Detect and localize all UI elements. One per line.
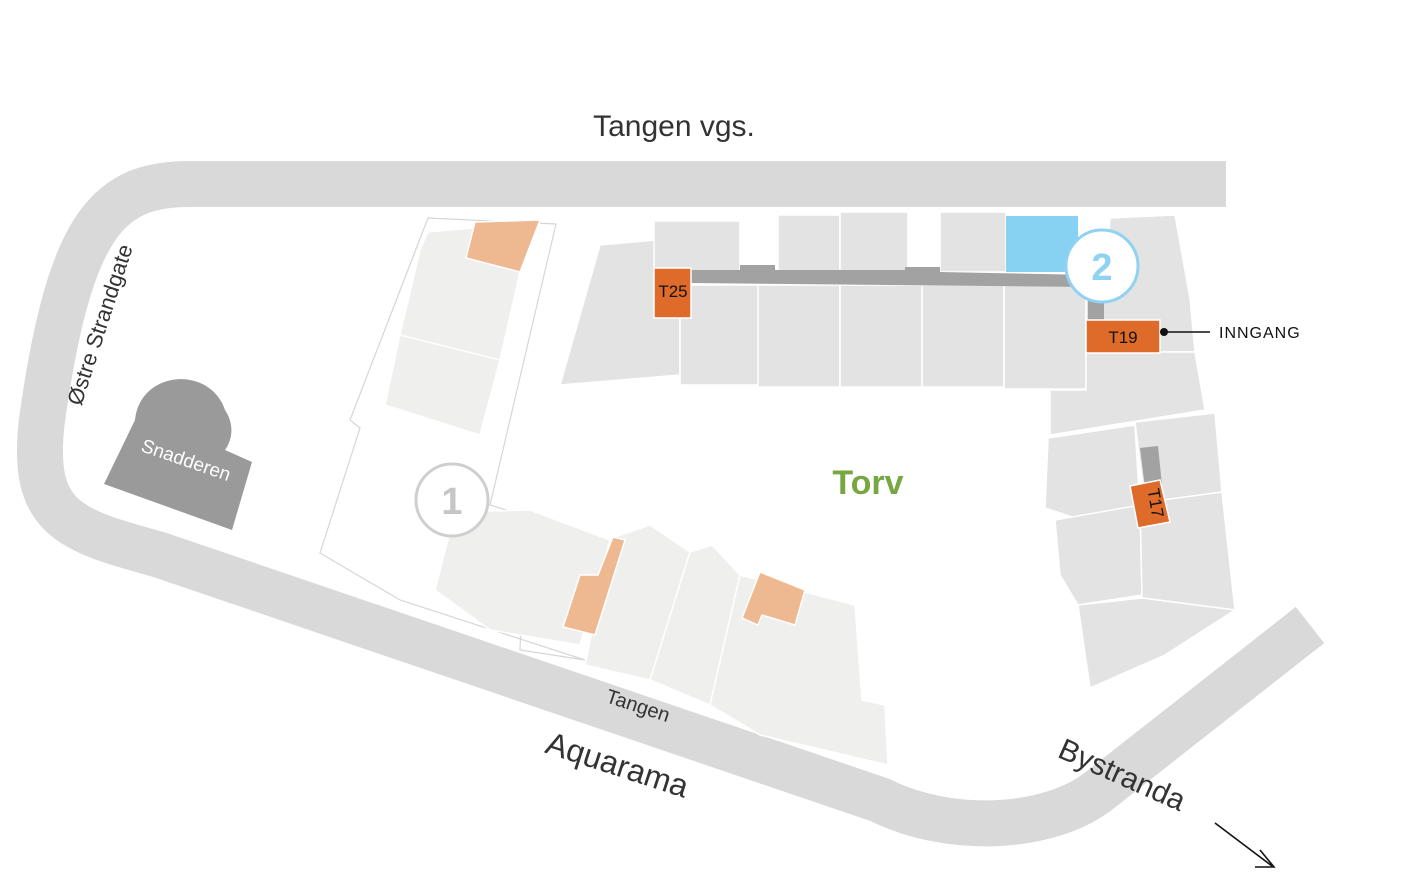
unit-t19-shape <box>1085 319 1161 354</box>
south-building-a <box>434 509 611 646</box>
east-building-group <box>1044 351 1238 690</box>
unit-t25-label: T25 <box>658 282 687 301</box>
marker-2[interactable]: 2 <box>1064 228 1140 304</box>
left-building-mid <box>384 334 501 436</box>
road-outer-ring <box>16 161 1325 847</box>
label-tangen-vgs: Tangen vgs. <box>593 110 755 143</box>
north-building-7 <box>839 284 923 388</box>
marker-2-circle <box>1064 228 1140 304</box>
arrow-shaft <box>1214 822 1273 867</box>
north-building-4 <box>777 214 841 274</box>
peach-unit-south-a <box>562 536 626 636</box>
unit-t17-label: T17 <box>1144 487 1168 519</box>
snadderen-building: Snadderen <box>104 379 252 530</box>
east-building-b <box>1044 424 1141 519</box>
corridor-north <box>690 265 1092 287</box>
unit-t17-shape <box>1129 479 1171 529</box>
unit-t19-label: T19 <box>1108 328 1137 347</box>
peach-units <box>465 219 806 636</box>
north-building-5 <box>839 211 909 273</box>
corridor-t17 <box>1140 446 1162 488</box>
north-building-3 <box>679 284 761 386</box>
east-building-a <box>1049 351 1206 436</box>
north-building-row <box>558 211 1196 390</box>
east-building-d <box>1054 504 1143 606</box>
east-building-f <box>1077 597 1238 690</box>
north-building-8 <box>921 284 1005 388</box>
north-building-10 <box>1003 284 1087 390</box>
north-building-2 <box>653 220 741 272</box>
marker-2-label: 2 <box>1091 247 1112 289</box>
site-outline <box>319 217 586 661</box>
marker-1[interactable]: 1 <box>414 462 490 538</box>
left-building-group <box>384 221 889 766</box>
peach-unit-top <box>465 219 542 273</box>
arrow-head <box>1255 849 1276 868</box>
north-building-6 <box>757 284 841 388</box>
arrow-down-right-icon <box>1214 822 1276 868</box>
entrance-callout: INNGANG <box>1160 325 1301 342</box>
unit-t25-shape <box>653 267 692 319</box>
unit-t19[interactable]: T19 <box>1085 319 1161 354</box>
entrance-label: INNGANG <box>1219 325 1301 342</box>
unit-t17[interactable]: T17 <box>1129 479 1171 529</box>
north-building-9 <box>939 211 1007 273</box>
unit-t25[interactable]: T25 <box>653 267 692 319</box>
square-label: Torv <box>832 464 903 502</box>
snadderen-shape <box>104 379 252 530</box>
road-network <box>16 161 1325 847</box>
marker-1-label: 1 <box>441 481 462 523</box>
peach-unit-south-b <box>741 571 806 626</box>
marker-1-circle <box>414 462 490 538</box>
